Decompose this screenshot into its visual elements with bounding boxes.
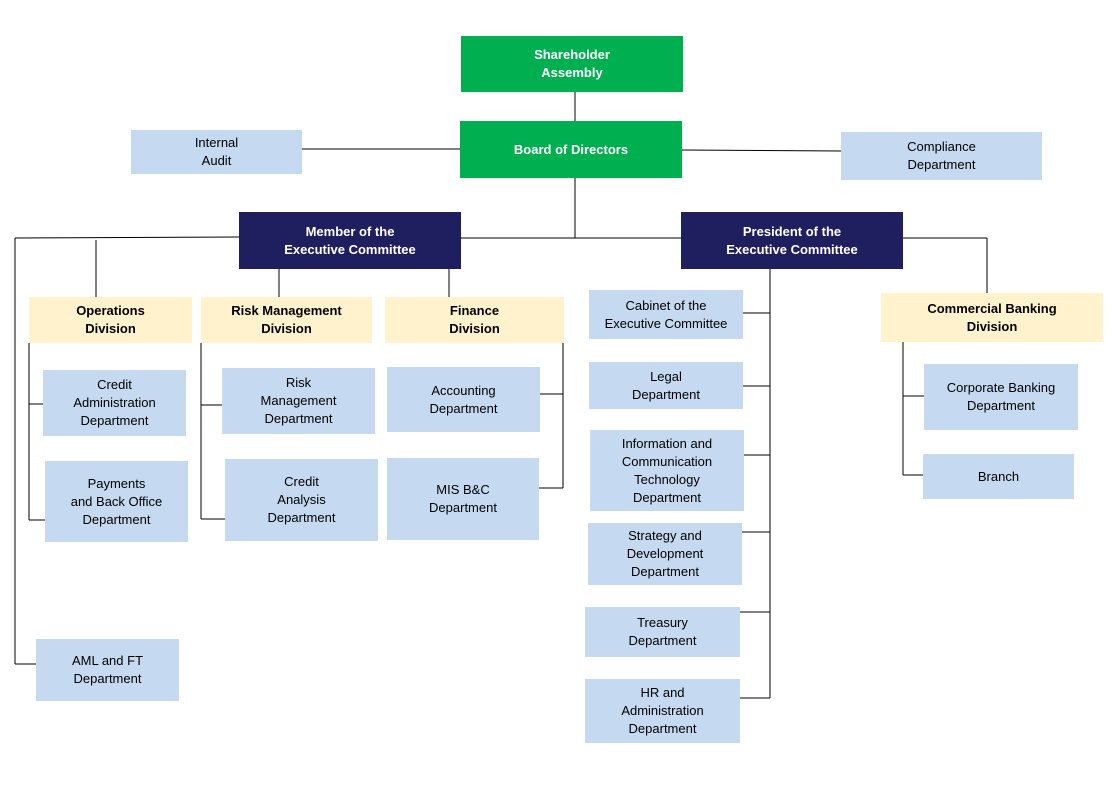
internal-audit-box: Internal Audit xyxy=(131,130,302,174)
aml-ft-dept-box: AML and FT Department xyxy=(36,639,179,701)
strategy-dev-dept-box: Strategy and Development Department xyxy=(588,523,742,585)
board-of-directors-box: Board of Directors xyxy=(460,121,682,178)
connector-line xyxy=(14,236,240,239)
mis-bc-dept-box: MIS B&C Department xyxy=(387,458,539,540)
president-exec-committee-box: President of the Executive Committee xyxy=(681,212,903,269)
shareholder-assembly-box: Shareholder Assembly xyxy=(461,36,683,92)
corporate-banking-dept-box: Corporate Banking Department xyxy=(924,364,1078,430)
connector-line xyxy=(681,149,842,152)
legal-dept-box: Legal Department xyxy=(589,362,743,409)
risk-management-division-box: Risk Management Division xyxy=(201,297,372,343)
member-exec-committee-box: Member of the Executive Committee xyxy=(239,212,461,269)
commercial-banking-division-box: Commercial Banking Division xyxy=(881,293,1103,342)
payments-back-office-box: Payments and Back Office Department xyxy=(45,461,188,542)
accounting-dept-box: Accounting Department xyxy=(387,367,540,432)
ict-dept-box: Information and Communication Technology… xyxy=(590,430,744,511)
compliance-department-box: Compliance Department xyxy=(841,132,1042,180)
operations-division-box: Operations Division xyxy=(29,297,192,343)
branch-box: Branch xyxy=(923,454,1074,499)
credit-analysis-box: Credit Analysis Department xyxy=(225,459,378,541)
hr-admin-dept-box: HR and Administration Department xyxy=(585,679,740,743)
treasury-dept-box: Treasury Department xyxy=(585,607,740,657)
risk-management-dept-box: Risk Management Department xyxy=(222,368,375,434)
finance-division-box: Finance Division xyxy=(385,297,564,343)
cabinet-exec-committee-box: Cabinet of the Executive Committee xyxy=(589,290,743,339)
credit-administration-box: Credit Administration Department xyxy=(43,370,186,436)
